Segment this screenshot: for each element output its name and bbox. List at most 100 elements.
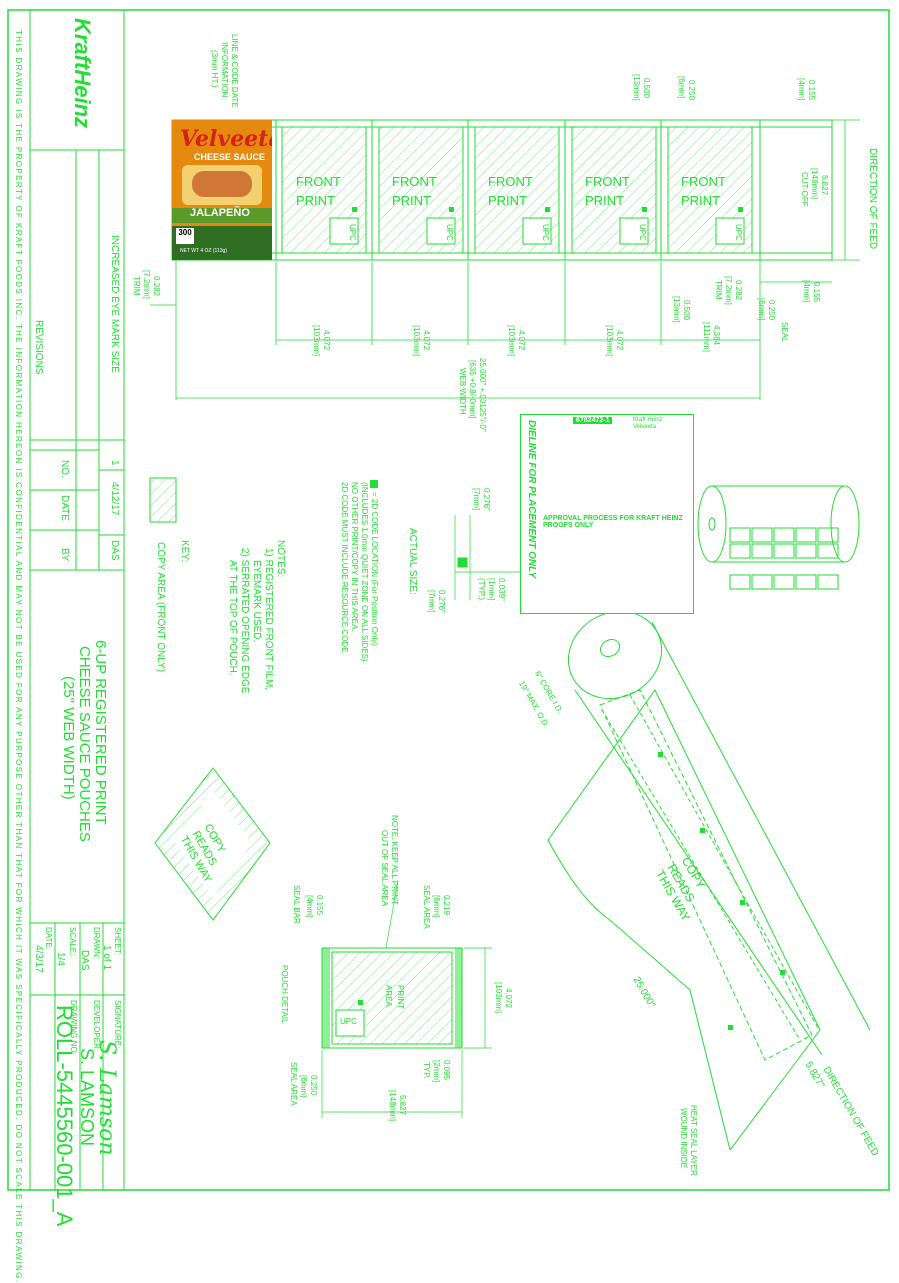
front-print-1b: PRINT xyxy=(296,193,335,208)
scale-label: SCALE: xyxy=(68,927,77,956)
dieline-placement-label: DIELINE FOR PLACEMENT ONLY xyxy=(526,420,537,579)
typ-1: 0.095 xyxy=(442,1060,451,1081)
typ-2: [2mm] xyxy=(432,1060,441,1083)
actual-b-2: [1mm] xyxy=(487,578,496,601)
actual-c-1: 0.276" xyxy=(437,590,446,613)
seal-right-2: [6mm] xyxy=(757,298,766,321)
front-print-5b: PRINT xyxy=(681,193,720,208)
title-line-1: 6-UP REGISTERED PRINT xyxy=(92,640,109,825)
sheet-label: SHEET: xyxy=(113,927,122,956)
front-print-3a: FRONT xyxy=(488,174,533,189)
notes-line-2: EYEMARK USED. xyxy=(251,560,262,643)
drawing-no-value: ROLL-5445560-001_A xyxy=(52,1005,77,1227)
notes-line-4: AT THE TOP OF POUCH. xyxy=(227,560,238,676)
dim-pitch-2-mm: [103mm] xyxy=(412,325,421,357)
key-label: KEY: xyxy=(179,540,190,563)
actual-size-lines xyxy=(454,515,520,600)
proof-approval-title: APPROVAL PROCESS FOR KRAFT HEINZ PROOFS … xyxy=(543,515,683,529)
rev-no: 1 xyxy=(109,460,120,466)
pouch-width-2: [103mm] xyxy=(494,982,503,1014)
developer-value: S. LAMSON xyxy=(77,1048,97,1147)
dim-pitch-3-mm: [103mm] xyxy=(507,325,516,357)
seal-bar-1: 0.155 xyxy=(315,895,324,916)
rev-by-label: BY xyxy=(59,548,70,562)
front-print-4b: PRINT xyxy=(585,193,624,208)
d155-top-1: 0.155 xyxy=(807,80,816,101)
proof-tag: 6782472-1 Kraft Heinz Velveeta APPROVAL … xyxy=(520,414,694,614)
trim-right-2: [7.2mm] xyxy=(724,276,733,305)
disclaimer-text: THIS DRAWING IS THE PROPERTY OF KRAFT FO… xyxy=(14,30,23,1283)
dim-pitch-3: 4.072 xyxy=(517,330,526,351)
kraftheinz-logo: KraftHeinz xyxy=(70,18,95,129)
typ-3: TYP. xyxy=(422,1062,431,1079)
code-note-3: NO OTHER PRINT/COPY IN THIS AREA. xyxy=(350,482,359,632)
d155-top-2: [4mm] xyxy=(797,78,806,101)
trim-left-1: 0.282 xyxy=(152,276,161,297)
pouch-upc: UPC xyxy=(340,1017,357,1026)
seal-bar-3: SEAL BAR xyxy=(292,885,301,924)
pouch-detail-drawing xyxy=(321,879,492,1118)
seal-bot-1: 0.250 xyxy=(309,1075,318,1096)
notes-line-1: 1) REGISTERED FRONT FILM, xyxy=(263,548,274,691)
revisions-label: REVISIONS xyxy=(33,320,44,375)
web-width-1: 25.000" +.03125"/-0" xyxy=(478,358,487,432)
front-print-2a: FRONT xyxy=(392,174,437,189)
front-print-1a: FRONT xyxy=(296,174,341,189)
net-weight: NET WT 4 OZ (113g) xyxy=(180,248,227,254)
cutoff-3: CUT-OFF xyxy=(800,172,809,207)
notes-line-3: 2) SERRATED OPENING EDGE xyxy=(239,548,250,694)
upc-4: UPC xyxy=(638,224,647,241)
line-code-1: LINE & CODE DATE xyxy=(230,34,239,108)
upc-3: UPC xyxy=(541,224,550,241)
actual-c-2: [7mm] xyxy=(427,590,436,613)
dim-pitch-1-mm: [103mm] xyxy=(312,325,321,357)
dim-last: 4.384 xyxy=(712,325,721,346)
proof-code: 6782472-1 xyxy=(573,417,613,424)
proof-customer-1: Kraft Heinz xyxy=(633,417,663,423)
actual-a-1: 0.276" xyxy=(482,488,491,511)
roll-eyemarks xyxy=(658,752,785,1030)
pouch-detail-label: POUCH DETAIL xyxy=(280,965,289,1024)
trim-right-3: TRIM xyxy=(714,280,723,300)
rev-date-label: DATE xyxy=(59,495,70,521)
drawn-value: DAS xyxy=(79,950,90,971)
drawn-label: DRAWN: xyxy=(92,927,101,960)
front-print-4a: FRONT xyxy=(585,174,630,189)
key-copy-area: COPY AREA (FRONT ONLY) xyxy=(155,542,166,673)
code-note-2: (INCLUDES 1.0mm QUIET ZONE ON ALL SIDES) xyxy=(360,482,369,662)
web-width-3: WEB WIDTH xyxy=(458,368,467,415)
front-print-5a: FRONT xyxy=(681,174,726,189)
d155-bot-1: 0.155 xyxy=(812,282,821,303)
gap-top-2: [13mm] xyxy=(632,74,641,101)
pouch-width-1: 4.072 xyxy=(504,988,513,1009)
rev-by: DAS xyxy=(109,540,120,561)
trim-left-2: [7.2mm] xyxy=(142,270,151,299)
rev-description: INCREASED EYE MARK SIZE xyxy=(109,235,120,373)
print-areas xyxy=(281,126,753,254)
date-value: 4/3/17 xyxy=(33,945,44,973)
rev-date: 4/12/17 xyxy=(109,482,120,516)
upc-5: UPC xyxy=(734,224,743,241)
trim-left-3: TRIM xyxy=(132,276,141,296)
seal-top-2: [6mm] xyxy=(432,895,441,918)
dim-last-mm: [111mm] xyxy=(702,322,711,352)
actual-a-2: [7mm] xyxy=(472,488,481,511)
direction-of-feed-top: DIRECTION OF FEED xyxy=(867,148,878,250)
pouch-height-2: [148mm] xyxy=(388,1090,397,1122)
heat-seal-2: WOUND INSIDE xyxy=(679,1108,688,1168)
seal-top-3: SEAL AREA xyxy=(422,885,431,929)
rev-no-label: NO. xyxy=(59,460,70,478)
actual-size-label: ACTUAL SIZE: xyxy=(407,528,418,595)
pouch-print-area-2: AREA xyxy=(384,985,393,1007)
dim-pitch-1: 4.072 xyxy=(322,330,331,351)
gap-2: [13mm] xyxy=(672,296,681,323)
dim-pitch-4-mm: [103mm] xyxy=(605,325,614,357)
top6-2: [6mm] xyxy=(677,76,686,99)
title-line-2: CHEESE SAUCE POUCHES xyxy=(76,646,93,842)
developer-label: DEVELOPER: xyxy=(92,1000,101,1052)
front-print-3b: PRINT xyxy=(488,193,527,208)
notes-title: NOTES: xyxy=(275,540,286,578)
seal-bot-3: SEAL AREA xyxy=(289,1062,298,1106)
large-roll xyxy=(547,610,871,1151)
heat-seal-1: HEAT SEAL LAYER xyxy=(689,1105,698,1176)
